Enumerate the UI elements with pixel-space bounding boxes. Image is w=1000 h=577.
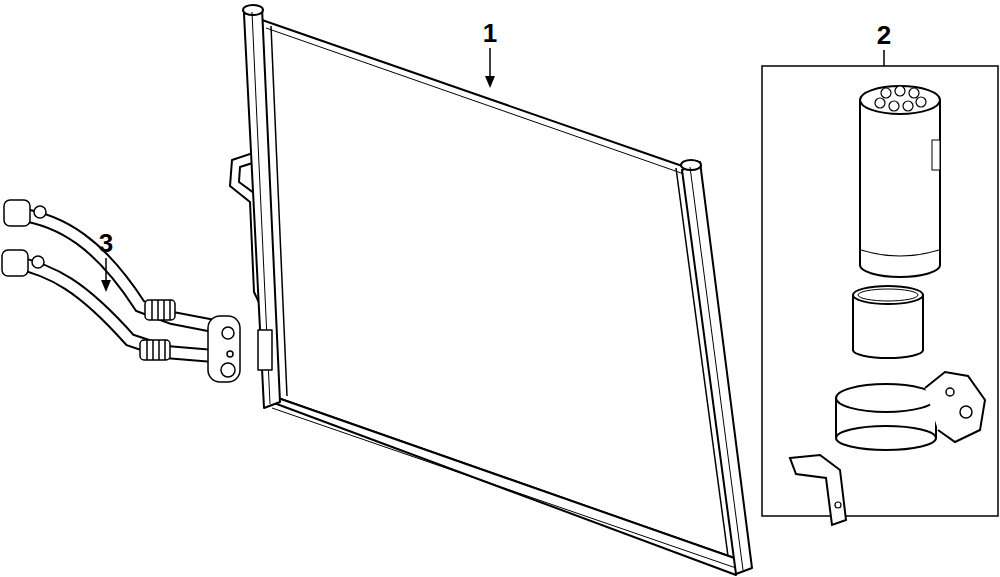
callout-number: 3 — [99, 230, 113, 256]
condenser — [230, 5, 752, 575]
receiver-drier-group — [762, 50, 998, 525]
callout-number: 1 — [483, 20, 497, 46]
refrigerant-lines — [2, 200, 240, 382]
leader-arrows — [101, 48, 495, 292]
callout-number: 2 — [877, 22, 891, 48]
